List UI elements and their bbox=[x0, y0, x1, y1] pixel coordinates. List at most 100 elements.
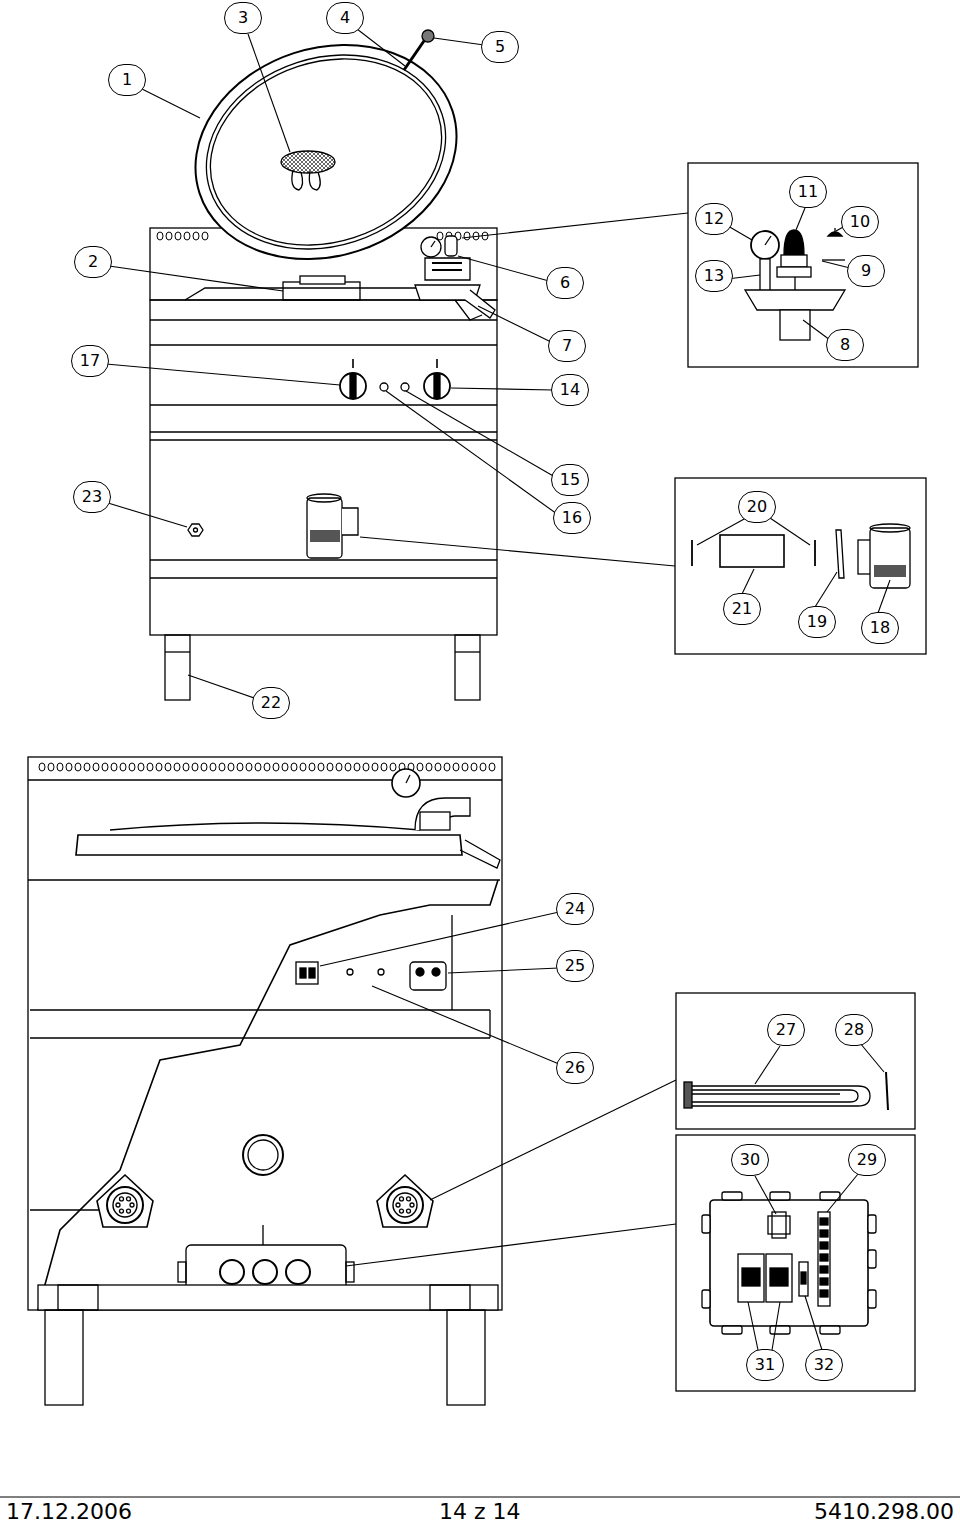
line-art bbox=[827, 1174, 858, 1212]
line-art bbox=[822, 259, 845, 260]
line-art bbox=[150, 344, 497, 345]
line-art bbox=[30, 1009, 490, 1010]
line-art bbox=[738, 1254, 764, 1302]
line-art bbox=[283, 282, 360, 300]
line-art bbox=[120, 1197, 124, 1201]
callout-number: 26 bbox=[556, 1052, 594, 1084]
line-art bbox=[464, 232, 470, 240]
line-art bbox=[360, 537, 675, 566]
line-art bbox=[489, 1010, 490, 1038]
line-art bbox=[820, 1266, 828, 1273]
kettle-side-view bbox=[28, 757, 502, 1405]
callout-number: 19 bbox=[798, 606, 836, 638]
line-art bbox=[28, 757, 502, 1310]
line-art bbox=[692, 1086, 870, 1106]
line-art bbox=[184, 232, 190, 240]
line-art bbox=[150, 559, 497, 560]
line-art bbox=[796, 208, 805, 230]
line-art bbox=[448, 968, 559, 973]
line-art bbox=[165, 651, 190, 652]
line-art bbox=[166, 232, 172, 240]
line-art bbox=[870, 524, 910, 532]
line-art bbox=[102, 763, 108, 771]
line-art bbox=[188, 524, 203, 536]
callout-number: 13 bbox=[695, 260, 733, 292]
line-art bbox=[692, 1090, 858, 1102]
line-art bbox=[434, 38, 484, 45]
line-art bbox=[417, 763, 423, 771]
line-art bbox=[175, 232, 181, 240]
line-art bbox=[210, 763, 216, 771]
line-art bbox=[372, 986, 559, 1064]
line-art bbox=[799, 1262, 808, 1296]
line-art bbox=[296, 962, 318, 984]
line-art bbox=[281, 151, 335, 173]
line-art bbox=[720, 535, 784, 567]
line-art bbox=[219, 763, 225, 771]
line-art bbox=[167, 12, 484, 292]
line-art bbox=[93, 763, 99, 771]
line-art bbox=[451, 388, 554, 390]
line-art bbox=[377, 1175, 433, 1227]
line-art bbox=[194, 528, 198, 532]
line-art bbox=[130, 1203, 134, 1207]
line-art bbox=[150, 439, 497, 440]
line-art bbox=[772, 1212, 786, 1238]
line-art bbox=[886, 1072, 888, 1110]
line-art bbox=[345, 763, 351, 771]
callout-number: 28 bbox=[835, 1014, 873, 1046]
line-art bbox=[702, 1192, 876, 1334]
line-art bbox=[860, 1043, 884, 1072]
line-art bbox=[264, 763, 270, 771]
line-art bbox=[400, 1197, 404, 1201]
line-art bbox=[455, 651, 480, 652]
line-art bbox=[201, 763, 207, 771]
callout-number: 2 bbox=[74, 246, 112, 278]
callout-number: 22 bbox=[252, 687, 290, 719]
line-art bbox=[248, 34, 290, 152]
line-art bbox=[30, 1037, 490, 1038]
callout-number: 3 bbox=[224, 2, 262, 34]
line-art bbox=[352, 359, 354, 368]
line-art bbox=[751, 231, 779, 259]
line-art bbox=[307, 494, 341, 502]
line-art bbox=[445, 236, 457, 256]
line-art bbox=[400, 1209, 404, 1213]
line-art bbox=[262, 1225, 263, 1245]
line-art bbox=[48, 763, 54, 771]
line-art bbox=[346, 1224, 676, 1266]
line-art bbox=[202, 232, 208, 240]
line-art bbox=[39, 763, 45, 771]
line-art bbox=[820, 1254, 828, 1261]
line-art bbox=[292, 170, 320, 190]
line-art bbox=[820, 1218, 828, 1225]
line-art bbox=[688, 163, 918, 367]
callout-number: 11 bbox=[789, 176, 827, 208]
line-art bbox=[273, 763, 279, 771]
line-art bbox=[387, 1187, 423, 1223]
line-art bbox=[803, 320, 830, 340]
line-art bbox=[406, 775, 410, 783]
line-art bbox=[318, 763, 324, 771]
line-art bbox=[430, 1285, 470, 1310]
line-art bbox=[156, 763, 162, 771]
line-art bbox=[246, 763, 252, 771]
line-art bbox=[243, 1135, 283, 1175]
line-art bbox=[310, 530, 340, 542]
callout-number: 10 bbox=[841, 206, 879, 238]
line-art bbox=[396, 1203, 400, 1207]
line-art bbox=[220, 1260, 244, 1284]
line-art bbox=[186, 30, 466, 274]
line-art bbox=[820, 1230, 828, 1237]
line-art bbox=[75, 763, 81, 771]
line-art bbox=[777, 267, 811, 277]
line-art bbox=[772, 1302, 780, 1350]
callout-number: 29 bbox=[848, 1144, 886, 1176]
line-art bbox=[109, 266, 283, 291]
line-art bbox=[416, 968, 424, 976]
line-art bbox=[309, 968, 315, 978]
line-art bbox=[489, 763, 495, 771]
line-art bbox=[347, 969, 353, 975]
line-art bbox=[478, 306, 551, 342]
line-art bbox=[309, 763, 315, 771]
